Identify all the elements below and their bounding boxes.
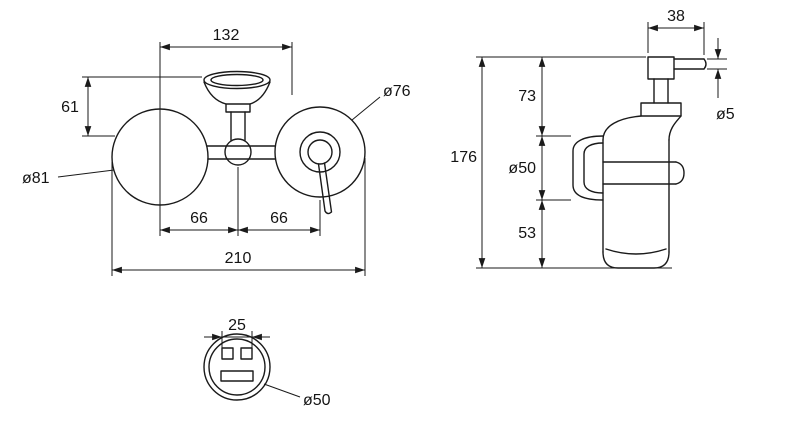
mount-slot-bottom	[220, 370, 254, 382]
dia-50-top-label: ø50	[303, 392, 331, 409]
dim-25-label: 25	[228, 317, 246, 334]
dia-50-side-label: ø50	[508, 160, 536, 177]
pump-head	[647, 56, 675, 80]
dia-76: ø76	[351, 83, 411, 121]
dim-210-label: 210	[225, 250, 252, 267]
dish-bowl-right-curve	[249, 81, 271, 105]
dim-38-label: 38	[667, 8, 685, 25]
dim-61: 61	[61, 76, 202, 137]
dia-81-label: ø81	[22, 170, 50, 187]
front-view: 132 61 ø81 ø76	[22, 27, 411, 276]
dim-53: 53	[518, 200, 546, 268]
dim-210: 210	[111, 158, 366, 276]
right-holder-lever	[317, 162, 333, 215]
dim-66-66: 66 66	[160, 167, 321, 236]
dim-38: 38	[647, 8, 705, 55]
dia-5-label: ø5	[716, 106, 735, 123]
dish-rim-outer	[203, 70, 271, 90]
wall-plate-inner	[583, 142, 604, 194]
bottle-bottom-inner-line	[605, 248, 667, 255]
bottle-shoulder-right	[668, 115, 682, 141]
dia-50-top: ø50	[263, 383, 331, 409]
center-knob	[224, 138, 252, 166]
holder-ring-end	[675, 161, 685, 185]
dim-53-label: 53	[518, 225, 536, 242]
dia-5: ø5	[707, 38, 735, 123]
mount-hole-left	[221, 347, 234, 360]
wall-plate-outer	[572, 135, 604, 201]
dish-rim-inner	[210, 73, 264, 87]
right-holder-outer-circle	[274, 106, 366, 198]
dim-25: 25	[204, 317, 270, 350]
bottle-shoulder-left	[602, 115, 642, 141]
right-holder-hub-circle	[307, 139, 333, 165]
dim-176-label: 176	[450, 149, 477, 166]
top-view: 25 ø50	[203, 317, 331, 409]
side-view: 38 ø5 176 73	[450, 8, 735, 269]
right-holder-inner-circle	[299, 131, 341, 173]
dim-176: 176	[450, 57, 486, 268]
mount-plate-outer-circle	[203, 333, 271, 401]
leader-line	[351, 96, 381, 121]
spout-tip	[703, 58, 707, 70]
dim-66-left-label: 66	[190, 210, 208, 227]
dim-132-label: 132	[213, 27, 240, 44]
dim-73: 73	[518, 57, 546, 136]
dim-73-label: 73	[518, 88, 536, 105]
mount-hole-right	[240, 347, 253, 360]
dim-132: 132	[159, 27, 293, 236]
dia-76-label: ø76	[383, 83, 411, 100]
bottle-collar	[640, 102, 682, 117]
dish-bowl-left-curve	[203, 81, 227, 105]
mount-plate-inner-circle	[208, 338, 266, 396]
leader-line	[57, 169, 115, 178]
dish-stem-collar	[225, 103, 251, 113]
dim-66-right-label: 66	[270, 210, 288, 227]
dia-81: ø81	[22, 169, 115, 187]
dia-50-side: ø50	[508, 136, 546, 200]
dim-61-label: 61	[61, 99, 79, 116]
leader-line	[263, 383, 301, 398]
